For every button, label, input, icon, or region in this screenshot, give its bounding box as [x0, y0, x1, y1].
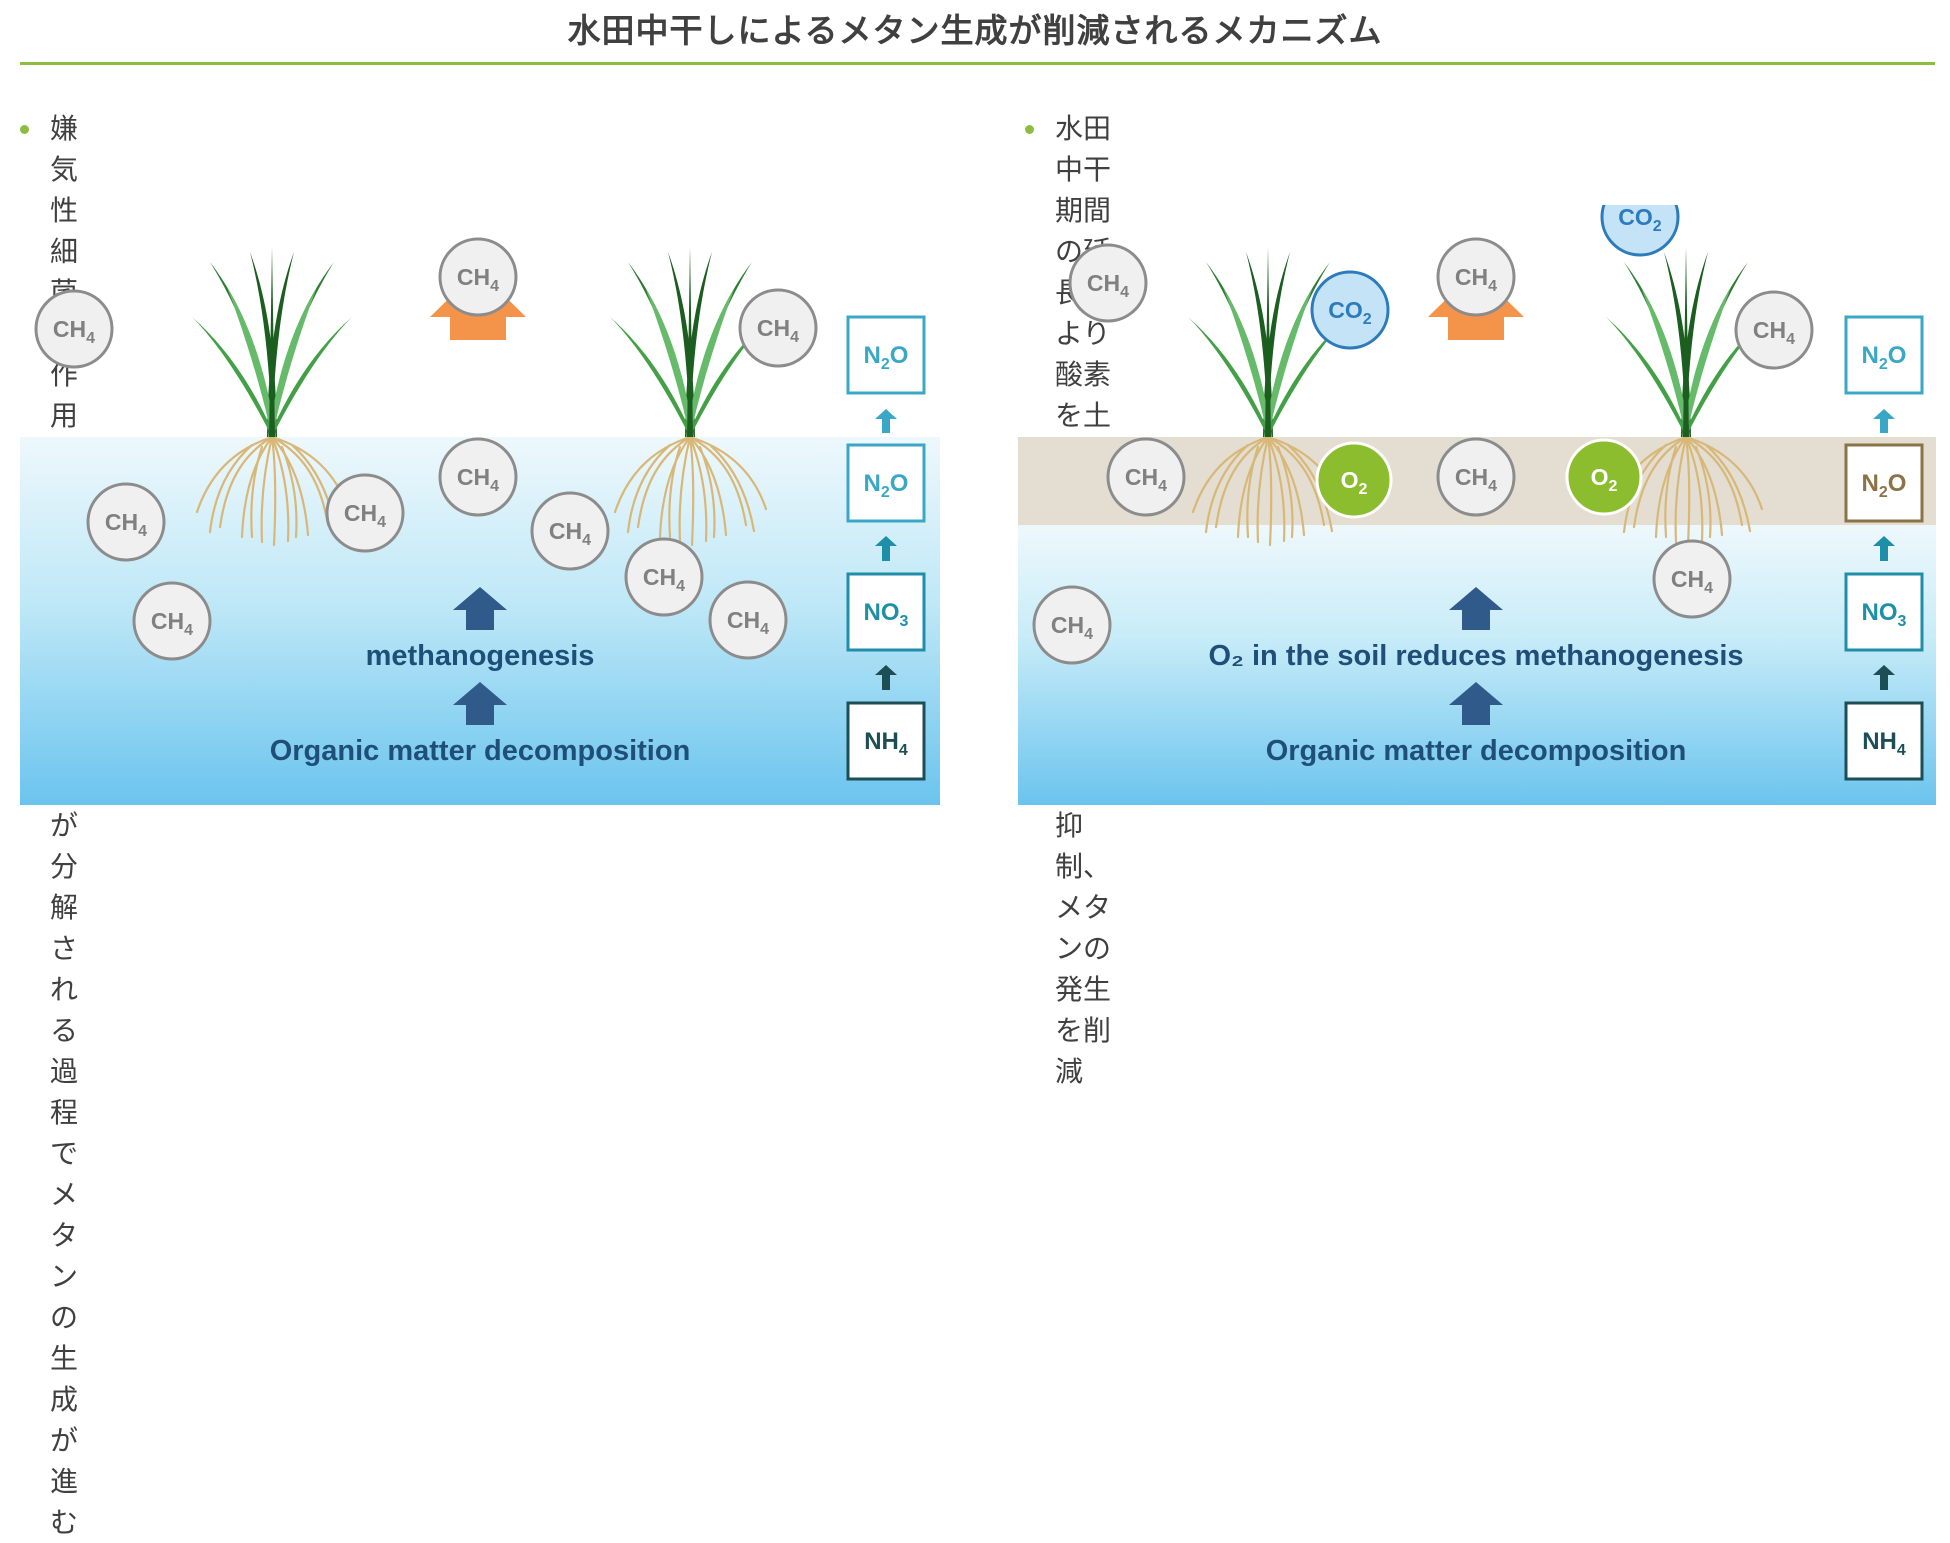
ch4-molecule: CH4: [738, 288, 818, 368]
n2o-box: N2O: [846, 315, 926, 395]
bullet-dot-icon: [20, 125, 29, 134]
o2-molecule: O2: [1565, 438, 1643, 516]
ch4-molecule: CH4: [1436, 437, 1516, 517]
co2-molecule: CO2: [1600, 205, 1680, 257]
ch4-molecule: CH4: [1652, 539, 1732, 619]
ch4-molecule: CH4: [86, 482, 166, 562]
n2o-box: N2O: [846, 443, 926, 523]
nh4-box: NH4: [1844, 701, 1924, 781]
rice-plant: [192, 247, 352, 437]
ch4-molecule: CH4: [1436, 237, 1516, 317]
svg-text:N2O: N2O: [1862, 342, 1907, 373]
rice-plant: [1188, 247, 1348, 437]
co2-molecule: CO2: [1310, 270, 1390, 350]
navy-up-arrow: [1449, 682, 1503, 725]
decomposition-label: Organic matter decomposition: [269, 735, 691, 767]
teal-up-arrow: [1873, 409, 1895, 433]
title-divider: [20, 62, 1935, 65]
ch4-molecule: CH4: [438, 237, 518, 317]
ch4-molecule: CH4: [530, 491, 610, 571]
ch4-molecule: CH4: [1734, 290, 1814, 370]
no3-box: NO3: [1844, 572, 1924, 652]
teal-up-arrow: [875, 665, 897, 690]
ch4-molecule: CH4: [1032, 585, 1112, 665]
navy-up-arrow: [453, 682, 507, 725]
n2o-box: N2O: [1844, 315, 1924, 395]
navy-up-arrow: [453, 587, 507, 630]
ch4-molecule: CH4: [708, 580, 788, 660]
decomposition-label: Organic matter decomposition: [1265, 735, 1687, 767]
o2-reduces-label: O₂ in the soil reduces methanogenesis: [1208, 640, 1744, 672]
navy-up-arrow: [1449, 587, 1503, 630]
svg-text:NH4: NH4: [1862, 728, 1906, 759]
n2o-box: N2O: [1844, 443, 1924, 523]
svg-text:CH4: CH4: [1455, 464, 1497, 495]
methanogenesis-label: methanogenesis: [365, 640, 595, 672]
o2-molecule: O2: [1315, 441, 1393, 519]
ch4-molecule: CH4: [1106, 437, 1186, 517]
ch4-molecule: CH4: [34, 289, 114, 369]
ch4-molecule: CH4: [624, 537, 704, 617]
teal-up-arrow: [875, 536, 897, 561]
svg-text:O2: O2: [1591, 464, 1618, 495]
bullet-dot-icon: [1025, 125, 1034, 134]
ch4-molecule: CH4: [132, 581, 212, 661]
page-title: 水田中干しによるメタン生成が削減されるメカニズム: [567, 11, 1383, 50]
right-diagram: CH4 CH4 CH4 CH4 CH4 CH4 CH4 CO2 CO2: [1018, 205, 1936, 805]
teal-up-arrow: [1873, 536, 1895, 561]
ch4-molecule: CH4: [438, 437, 518, 517]
teal-up-arrow: [1873, 665, 1895, 690]
ch4-molecule: CH4: [325, 473, 405, 553]
water-layer: [1018, 525, 1936, 805]
nh4-box: NH4: [846, 701, 926, 781]
svg-text:N2O: N2O: [864, 342, 909, 373]
ch4-molecule: CH4: [1068, 243, 1148, 323]
left-diagram: CH4 CH4 CH4 CH4 CH4 CH4 CH4 CH4 CH4 CH4: [20, 205, 940, 805]
left-bullet-line2: タンの生成が進む: [50, 1219, 79, 1539]
no3-box: NO3: [846, 572, 926, 652]
teal-up-arrow: [875, 409, 897, 433]
